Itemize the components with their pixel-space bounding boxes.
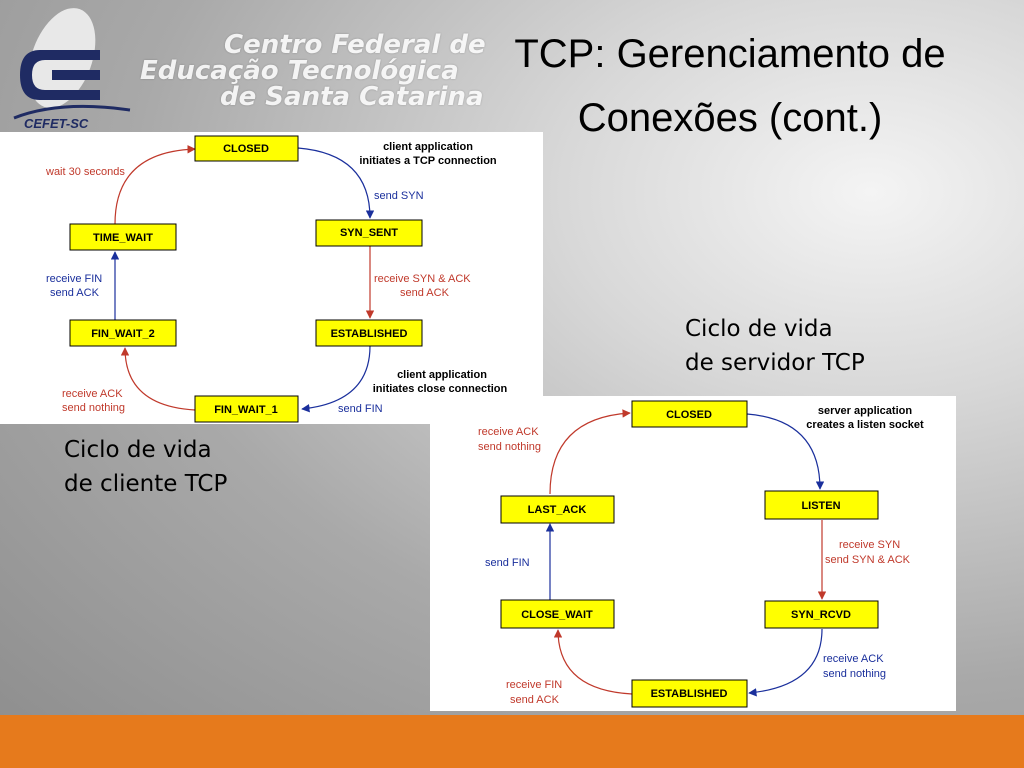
server-state-established: ESTABLISHED — [631, 679, 748, 708]
server-state-closed: CLOSED — [631, 400, 748, 428]
client-label-recv-fin-1: receive FIN — [46, 273, 102, 285]
server-label-recv-ack-1: receive ACK — [823, 653, 884, 665]
server-label-recv-ack2-1: receive ACK — [478, 426, 539, 438]
arrow-lastack-to-closed — [549, 409, 631, 495]
server-state-last-ack: LAST_ACK — [500, 495, 615, 524]
svg-text:LISTEN: LISTEN — [801, 500, 840, 512]
logo-line-1: Centro Federal de — [224, 30, 486, 60]
server-caption-line-2: de servidor TCP — [685, 350, 865, 376]
arrow-closed-to-listen — [746, 413, 825, 490]
server-label-recv-syn-1: receive SYN — [839, 539, 900, 551]
client-state-fin-wait-1: FIN_WAIT_1 — [194, 395, 299, 423]
server-label-recv-fin-2: send ACK — [510, 694, 560, 706]
svg-text:FIN_WAIT_1: FIN_WAIT_1 — [214, 404, 278, 416]
svg-text:CLOSED: CLOSED — [666, 409, 712, 421]
logo-line-3: de Santa Catarina — [220, 82, 484, 112]
client-label-app-open-1: client application — [383, 141, 473, 153]
server-state-listen: LISTEN — [764, 490, 879, 520]
client-state-fin-wait-2: FIN_WAIT_2 — [69, 319, 177, 347]
server-state-diagram: CLOSED LISTEN SYN_RCVD ESTABLISHED CLOSE… — [430, 396, 956, 711]
client-state-time-wait: TIME_WAIT — [69, 223, 177, 251]
client-state-established: ESTABLISHED — [315, 319, 423, 347]
server-state-syn-rcvd: SYN_RCVD — [764, 600, 879, 629]
client-label-send-syn: send SYN — [374, 190, 424, 202]
client-caption-line-1: Ciclo de vida — [64, 437, 212, 463]
logo-wordmark: Centro Federal de Educação Tecnológica d… — [140, 30, 486, 112]
arrow-closed-to-synsent — [297, 147, 375, 219]
arrow-synrcvd-to-established — [748, 628, 823, 697]
logo-short-name: CEFET-SC — [24, 116, 89, 131]
server-label-app-listen-1: server application — [818, 405, 912, 417]
cefet-logo: CEFET-SC Centro Federal de Educação Tecn… — [0, 0, 486, 135]
client-label-recv-ack-2: send nothing — [62, 402, 125, 414]
arrow-timewait-to-closed — [114, 145, 196, 225]
svg-text:LAST_ACK: LAST_ACK — [528, 504, 587, 516]
client-label-wait: wait 30 seconds — [45, 166, 125, 178]
client-label-recv-synack-1: receive SYN & ACK — [374, 273, 471, 285]
arrow-finwait1-to-finwait2 — [120, 347, 196, 411]
client-label-app-close-1: client application — [397, 369, 487, 381]
svg-text:ESTABLISHED: ESTABLISHED — [651, 688, 728, 700]
svg-text:SYN_SENT: SYN_SENT — [340, 227, 398, 239]
svg-text:ESTABLISHED: ESTABLISHED — [331, 328, 408, 340]
server-label-send-fin: send FIN — [485, 557, 530, 569]
svg-text:CLOSED: CLOSED — [223, 143, 269, 155]
server-state-close-wait: CLOSE_WAIT — [500, 599, 615, 629]
client-state-diagram: CLOSED SYN_SENT ESTABLISHED FIN_WAIT_1 F… — [0, 132, 543, 424]
slide-title: TCP: Gerenciamento de Conexões (cont.) — [470, 22, 990, 150]
svg-text:CLOSE_WAIT: CLOSE_WAIT — [521, 609, 593, 621]
arrow-established-to-closewait — [553, 629, 633, 695]
client-label-recv-ack-1: receive ACK — [62, 388, 123, 400]
server-label-recv-syn-2: send SYN & ACK — [825, 554, 911, 566]
client-label-send-fin: send FIN — [338, 403, 383, 415]
client-state-syn-sent: SYN_SENT — [315, 219, 423, 247]
client-label-recv-fin-2: send ACK — [50, 287, 100, 299]
server-caption: Ciclo de vida de servidor TCP — [685, 312, 865, 380]
client-label-recv-synack-2: send ACK — [400, 287, 450, 299]
client-caption-line-2: de cliente TCP — [64, 471, 228, 497]
client-caption: Ciclo de vida de cliente TCP — [64, 433, 227, 501]
client-state-closed: CLOSED — [194, 135, 299, 162]
svg-text:FIN_WAIT_2: FIN_WAIT_2 — [91, 328, 155, 340]
client-label-app-open-2: initiates a TCP connection — [359, 155, 497, 167]
server-label-recv-fin-1: receive FIN — [506, 679, 562, 691]
server-label-recv-ack-2: send nothing — [823, 668, 886, 680]
logo-line-2: Educação Tecnológica — [140, 56, 459, 86]
svg-text:SYN_RCVD: SYN_RCVD — [791, 609, 851, 621]
server-label-app-listen-2: creates a listen socket — [806, 419, 924, 431]
client-label-app-close-2: initiates close connection — [373, 383, 508, 395]
arrow-established-to-finwait1 — [301, 345, 371, 413]
svg-text:TIME_WAIT: TIME_WAIT — [93, 232, 153, 244]
server-label-recv-ack2-2: send nothing — [478, 441, 541, 453]
server-caption-line-1: Ciclo de vida — [685, 316, 833, 342]
cefet-emblem-icon — [13, 8, 131, 120]
footer-bar — [0, 715, 1024, 768]
title-line-1: TCP: Gerenciamento de — [514, 32, 946, 76]
title-line-2: Conexões (cont.) — [577, 96, 883, 140]
